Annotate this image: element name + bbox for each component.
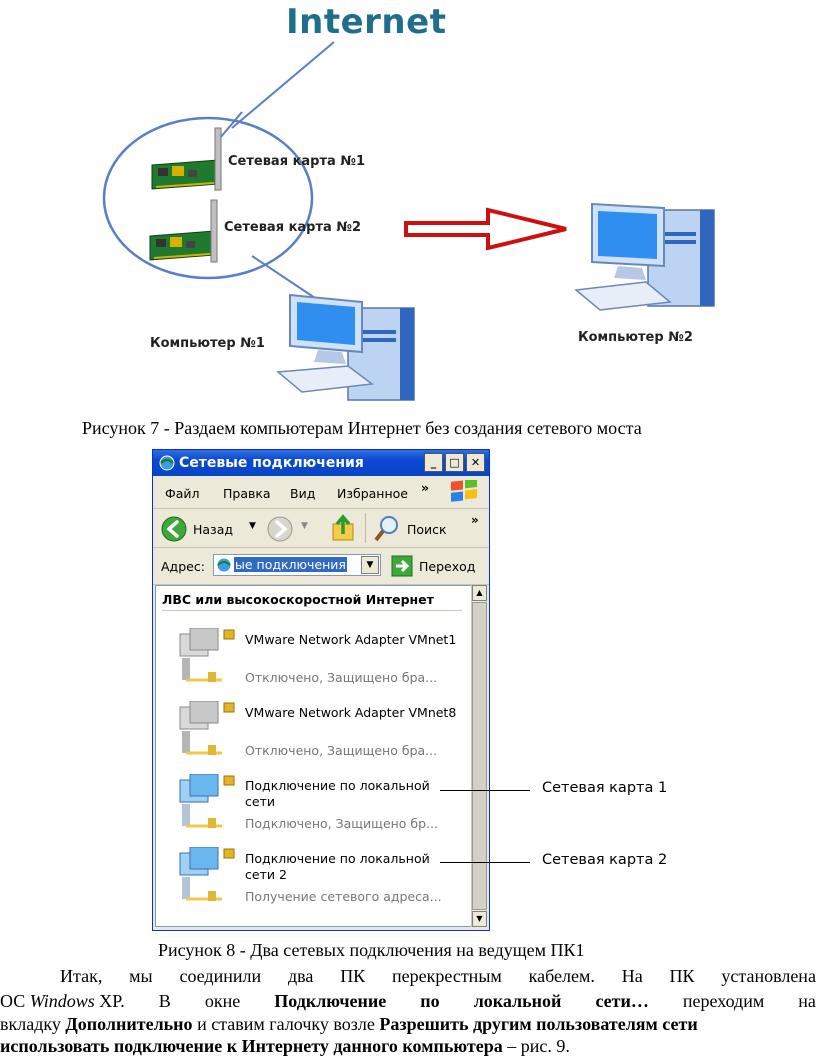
arrow-icon	[404, 207, 567, 251]
menu-bar: Файл Правка Вид Избранное »	[153, 476, 489, 509]
annotation-line-2	[440, 862, 530, 863]
word: В	[158, 991, 171, 1011]
vertical-scrollbar[interactable]: ▲ ▼	[471, 585, 487, 927]
disabled-network-icon	[179, 701, 235, 755]
network-folder-icon	[159, 455, 175, 471]
paragraph-line-2: ОС Windows XP. В окне Подключение по лок…	[0, 991, 816, 1012]
go-arrow-icon[interactable]	[391, 555, 413, 577]
up-folder-icon[interactable]	[329, 514, 357, 544]
word: На	[621, 966, 643, 986]
text-fragment: ОС Windows XP.	[0, 991, 125, 1011]
word: соединили	[179, 966, 262, 986]
connection-item-vmnet1[interactable]: VMware Network Adapter VMnet1 Отключено,…	[156, 626, 472, 694]
word: переходим	[682, 991, 765, 1011]
connection-status: Получение сетевого адреса...	[245, 889, 442, 904]
word: мы	[129, 966, 153, 986]
bold-word: локальной	[473, 991, 562, 1011]
address-bar: Адрес: ые подключения ▼ Переход	[153, 548, 489, 585]
connection-name: Подключение по локальной сети 2	[245, 851, 430, 882]
menu-edit[interactable]: Правка	[223, 486, 271, 501]
menu-more-chevron-icon[interactable]: »	[421, 480, 430, 495]
bold-word: по	[420, 991, 440, 1011]
group-header: ЛВС или высокоскоростной Интернет	[162, 592, 434, 607]
forward-dropdown-icon[interactable]: ▼	[301, 521, 308, 531]
cards-circle	[102, 116, 314, 280]
connection-status: Отключено, Защищено бра...	[245, 743, 438, 758]
word: на	[798, 991, 816, 1011]
network-connection-icon	[179, 847, 235, 901]
scroll-down-arrow-icon[interactable]: ▼	[472, 911, 487, 927]
computer-1-icon	[276, 293, 415, 401]
network-folder-small-icon	[217, 558, 231, 572]
annotation-card-1: Сетевая карта 1	[542, 780, 668, 796]
disabled-network-icon	[179, 628, 235, 682]
scroll-up-arrow-icon[interactable]: ▲	[472, 585, 487, 601]
card-1-label: Сетевая карта №1	[228, 154, 366, 169]
connection-status: Отключено, Защищено бра...	[245, 670, 438, 685]
forward-arrow-icon[interactable]	[267, 516, 293, 542]
paragraph-line-4: использовать подключение к Интернету дан…	[0, 1036, 570, 1056]
connection-item-lan-2[interactable]: Подключение по локальной сети 2 Получени…	[156, 845, 472, 913]
maximize-button[interactable]: □	[445, 453, 464, 472]
cable-card1-internet	[231, 41, 335, 129]
paragraph-line-3: вкладку Дополнительно и ставим галочку в…	[0, 1014, 698, 1034]
connection-status: Подключено, Защищено бр...	[245, 816, 438, 831]
paragraph-line-1: Итак, мы соединили два ПК перекрестным к…	[0, 966, 816, 987]
window-title: Сетевые подключения	[179, 455, 364, 471]
card-2-label: Сетевая карта №2	[224, 220, 362, 235]
minimize-button[interactable]: _	[424, 453, 443, 472]
toolbar-more-chevron-icon[interactable]: »	[471, 513, 479, 527]
computer-2-label: Компьютер №2	[578, 330, 693, 345]
back-arrow-icon[interactable]	[161, 516, 187, 542]
cable-card2-computer1	[251, 255, 319, 301]
annotation-line-1	[440, 790, 530, 791]
word: ПК	[669, 966, 695, 986]
network-diagram	[102, 41, 715, 401]
network-card-1-icon	[151, 127, 222, 191]
network-card-2-icon	[149, 199, 218, 263]
computer-2-icon	[574, 202, 715, 311]
search-icon[interactable]	[373, 514, 401, 544]
word: кабелем.	[528, 966, 595, 986]
network-connection-icon	[179, 774, 235, 828]
bold-word: сети…	[595, 991, 649, 1011]
word: окне	[204, 991, 241, 1011]
word: установлена	[721, 966, 816, 986]
network-connections-window: Сетевые подключения _ □ ✕ Файл Правка Ви…	[152, 449, 490, 931]
figure-7-caption: Рисунок 7 - Раздаем компьютерам Интернет…	[82, 418, 642, 438]
back-button-label[interactable]: Назад	[193, 522, 234, 537]
connection-name: Подключение по локальной сети	[245, 778, 430, 809]
word: перекрестным	[392, 966, 502, 986]
connection-item-vmnet8[interactable]: VMware Network Adapter VMnet8 Отключено,…	[156, 699, 472, 767]
windows-logo-icon	[451, 480, 477, 502]
title-bar[interactable]: Сетевые подключения _ □ ✕	[153, 450, 489, 476]
figure-8-caption: Рисунок 8 - Два сетевых подключения на в…	[158, 940, 585, 960]
word: ПК	[340, 966, 366, 986]
address-value[interactable]: ые подключения	[234, 557, 347, 572]
scroll-thumb[interactable]	[472, 602, 487, 910]
search-button-label[interactable]: Поиск	[407, 522, 447, 537]
menu-favorites[interactable]: Избранное	[337, 486, 408, 501]
annotation-card-2: Сетевая карта 2	[542, 852, 668, 868]
close-button[interactable]: ✕	[466, 453, 485, 472]
bold-word: Подключение	[274, 991, 387, 1011]
address-field[interactable]: ые подключения ▼	[213, 554, 381, 576]
back-dropdown-icon[interactable]: ▼	[249, 521, 256, 531]
menu-view[interactable]: Вид	[290, 486, 316, 501]
connection-name: VMware Network Adapter VMnet1	[245, 632, 457, 647]
internet-label: Internet	[286, 2, 447, 42]
toolbar: Назад ▼ ▼ Поиск »	[153, 509, 489, 548]
word: два	[287, 966, 314, 986]
figure-7: Internet Сетевая карта №1 Сетевая карта …	[0, 0, 816, 410]
connections-list: ЛВС или высокоскоростной Интернет VMware…	[155, 585, 473, 927]
connection-name: VMware Network Adapter VMnet8	[245, 705, 457, 720]
connection-item-lan-1[interactable]: Подключение по локальной сети Подключено…	[156, 772, 472, 840]
address-dropdown-icon[interactable]: ▼	[361, 556, 379, 574]
word: Итак,	[60, 966, 103, 986]
go-button-label[interactable]: Переход	[419, 559, 476, 574]
menu-file[interactable]: Файл	[165, 486, 200, 501]
computer-1-label: Компьютер №1	[150, 336, 265, 351]
address-label: Адрес:	[161, 559, 205, 574]
